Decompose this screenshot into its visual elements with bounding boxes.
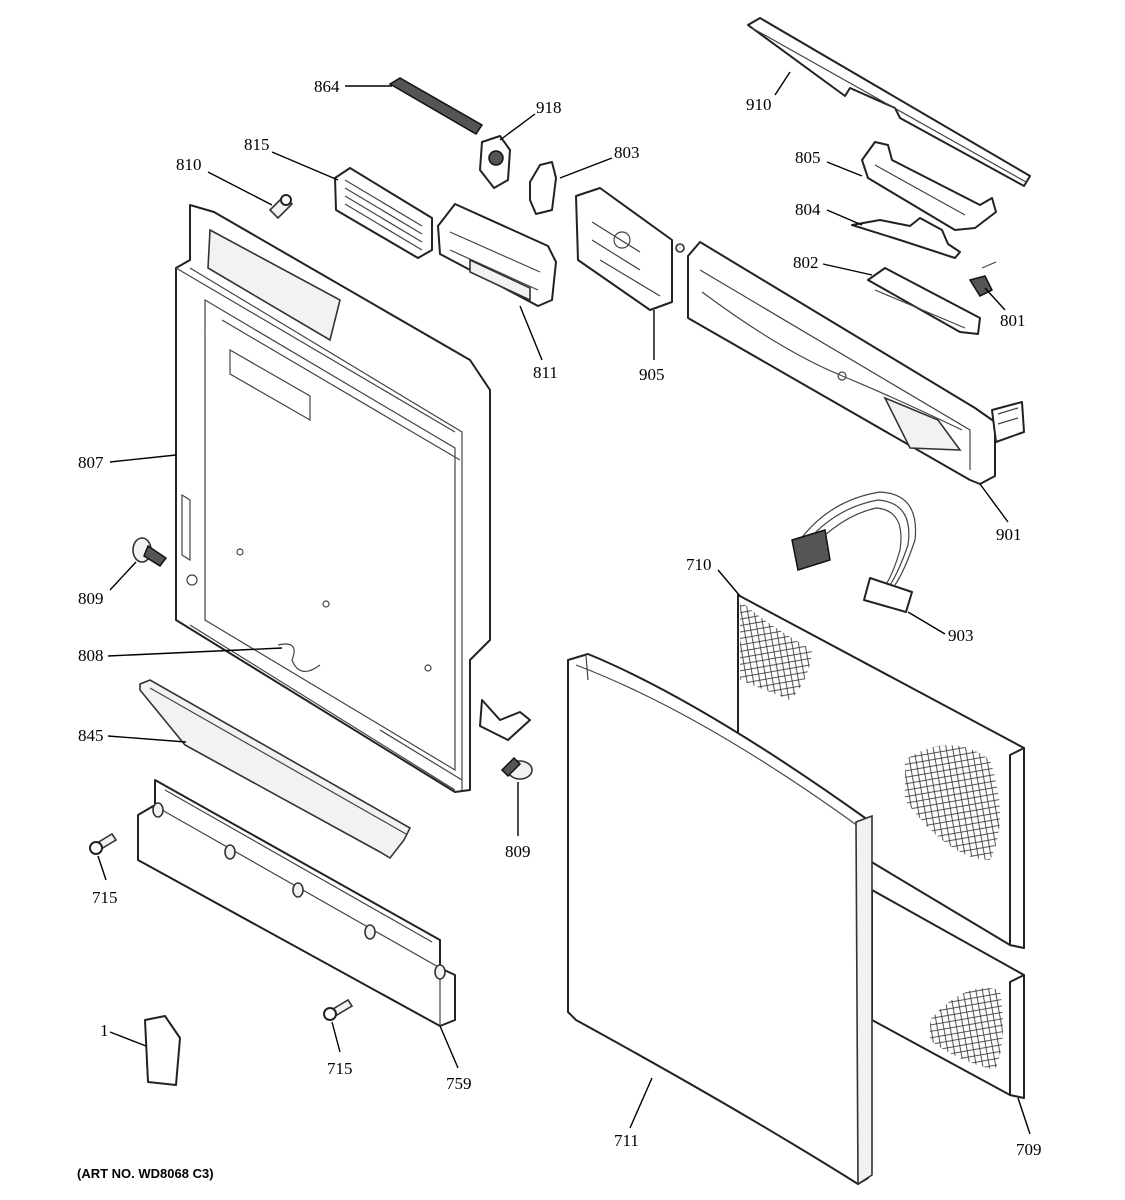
part-811-housing <box>437 203 557 307</box>
callout-709: 709 <box>1016 1140 1042 1159</box>
callout-918: 918 <box>536 98 562 117</box>
leader-1 <box>109 1031 147 1047</box>
leader-815 <box>271 151 339 181</box>
callout-811: 811 <box>533 363 558 382</box>
callout-810: 810 <box>176 155 202 174</box>
part-810-screw <box>268 194 294 220</box>
callout-759: 759 <box>446 1074 472 1093</box>
part-801-spring <box>968 261 997 297</box>
part-759-toe-panel <box>137 779 456 1027</box>
part-864-strip <box>388 77 484 136</box>
leader-759 <box>439 1025 459 1069</box>
callout-1: 1 <box>100 1021 109 1040</box>
leader-845 <box>107 735 187 743</box>
leader-910 <box>774 71 791 96</box>
callout-809-right: 809 <box>505 842 531 861</box>
part-815-vent <box>334 167 433 259</box>
part-901-control-panel <box>687 241 1025 485</box>
callout-905: 905 <box>639 365 665 384</box>
leader-lines <box>97 71 1031 1135</box>
callout-910: 910 <box>746 95 772 114</box>
part-715-screw-lower <box>323 998 354 1021</box>
part-804-plate <box>851 217 961 259</box>
leader-803 <box>559 157 613 179</box>
callout-715-upper: 715 <box>92 888 118 907</box>
part-711-outer-panel <box>567 653 873 1186</box>
part-803-latch <box>529 161 557 215</box>
leader-809a <box>109 561 137 591</box>
leader-918 <box>499 113 536 141</box>
callout-802: 802 <box>793 253 819 272</box>
callout-710: 710 <box>686 555 712 574</box>
part-807-inner-door <box>175 204 531 793</box>
part-709-insulation <box>871 889 1025 1099</box>
callout-711: 711 <box>614 1131 639 1150</box>
leader-805 <box>826 161 863 177</box>
part-845-strip <box>139 679 412 860</box>
part-918-switch <box>479 135 511 189</box>
leader-811 <box>519 305 543 361</box>
leader-715a <box>97 855 107 881</box>
art-number: (ART NO. WD8068 C3) <box>77 1166 214 1181</box>
callout-807: 807 <box>78 453 104 472</box>
callout-815: 815 <box>244 135 270 154</box>
part-809-pin-right <box>500 756 533 780</box>
leader-802 <box>822 263 873 276</box>
leader-808 <box>107 647 283 657</box>
callout-903: 903 <box>948 626 974 645</box>
part-809-pin-left <box>132 537 168 568</box>
leader-709 <box>1017 1097 1031 1135</box>
leader-810 <box>207 171 273 206</box>
callout-845: 845 <box>78 726 104 745</box>
callout-715-lower: 715 <box>327 1059 353 1078</box>
callout-804: 804 <box>795 200 821 219</box>
leader-903 <box>907 611 946 635</box>
callout-901: 901 <box>996 525 1022 544</box>
leader-715b <box>331 1021 341 1053</box>
part-905-board <box>575 187 685 311</box>
part-903-harness <box>791 491 917 613</box>
leader-901 <box>979 483 1009 523</box>
callout-803: 803 <box>614 143 640 162</box>
part-910-rail <box>747 17 1031 187</box>
callout-labels: 864 918 815 810 803 910 805 804 802 801 … <box>78 77 1042 1159</box>
part-805-bracket <box>861 141 997 231</box>
part-1-literature <box>144 1015 181 1086</box>
leader-807 <box>109 454 177 463</box>
callout-801: 801 <box>1000 311 1026 330</box>
part-802-rail <box>867 267 981 335</box>
leader-801 <box>984 287 1006 311</box>
callout-864: 864 <box>314 77 340 96</box>
part-808-wire <box>277 643 321 672</box>
part-715-screw-upper <box>89 832 118 855</box>
leader-804 <box>826 209 863 226</box>
leader-711 <box>629 1077 653 1129</box>
callout-808: 808 <box>78 646 104 665</box>
callout-809-left: 809 <box>78 589 104 608</box>
leader-710 <box>717 569 741 597</box>
callout-805: 805 <box>795 148 821 167</box>
